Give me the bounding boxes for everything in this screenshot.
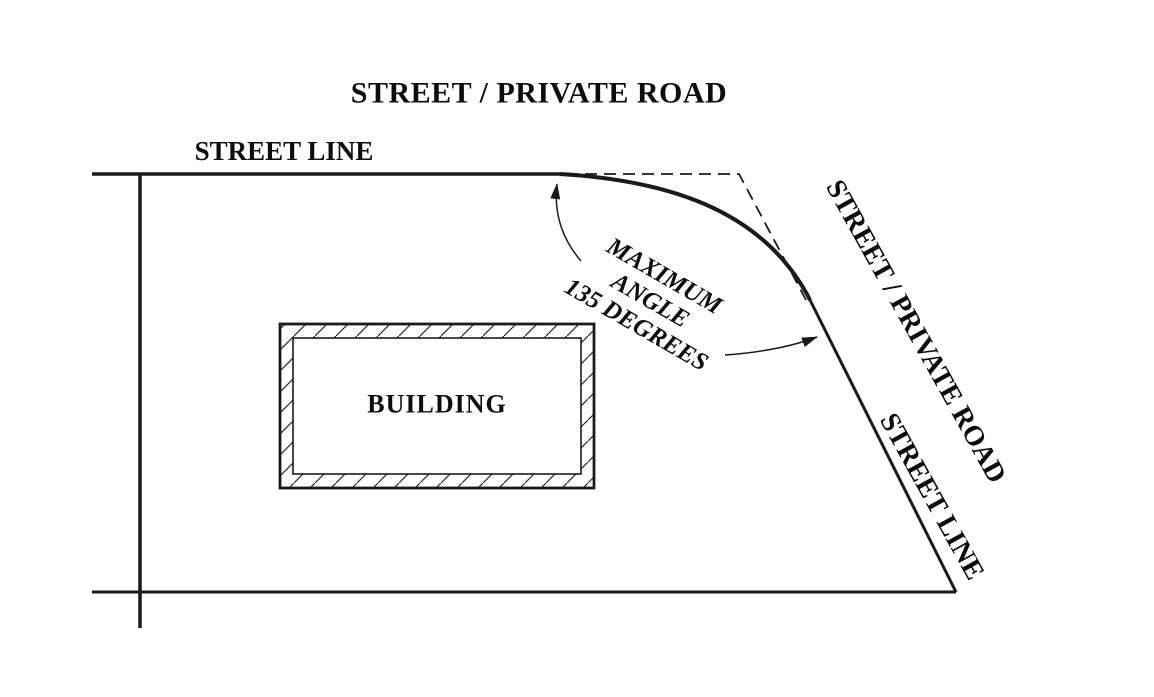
street-line-angled [808, 299, 958, 593]
building-label: BUILDING [367, 389, 507, 419]
leader-arrow-right [724, 336, 818, 356]
building-outer-wall [278, 322, 596, 490]
building-inner-wall [292, 337, 582, 475]
street-private-road-top-label: STREET / PRIVATE ROAD [350, 76, 728, 110]
leader-arrow-top [550, 183, 582, 262]
corner-curve [559, 172, 812, 301]
dashed-corner-projection [566, 173, 807, 301]
street-line-top-label: STREET LINE [194, 136, 374, 167]
